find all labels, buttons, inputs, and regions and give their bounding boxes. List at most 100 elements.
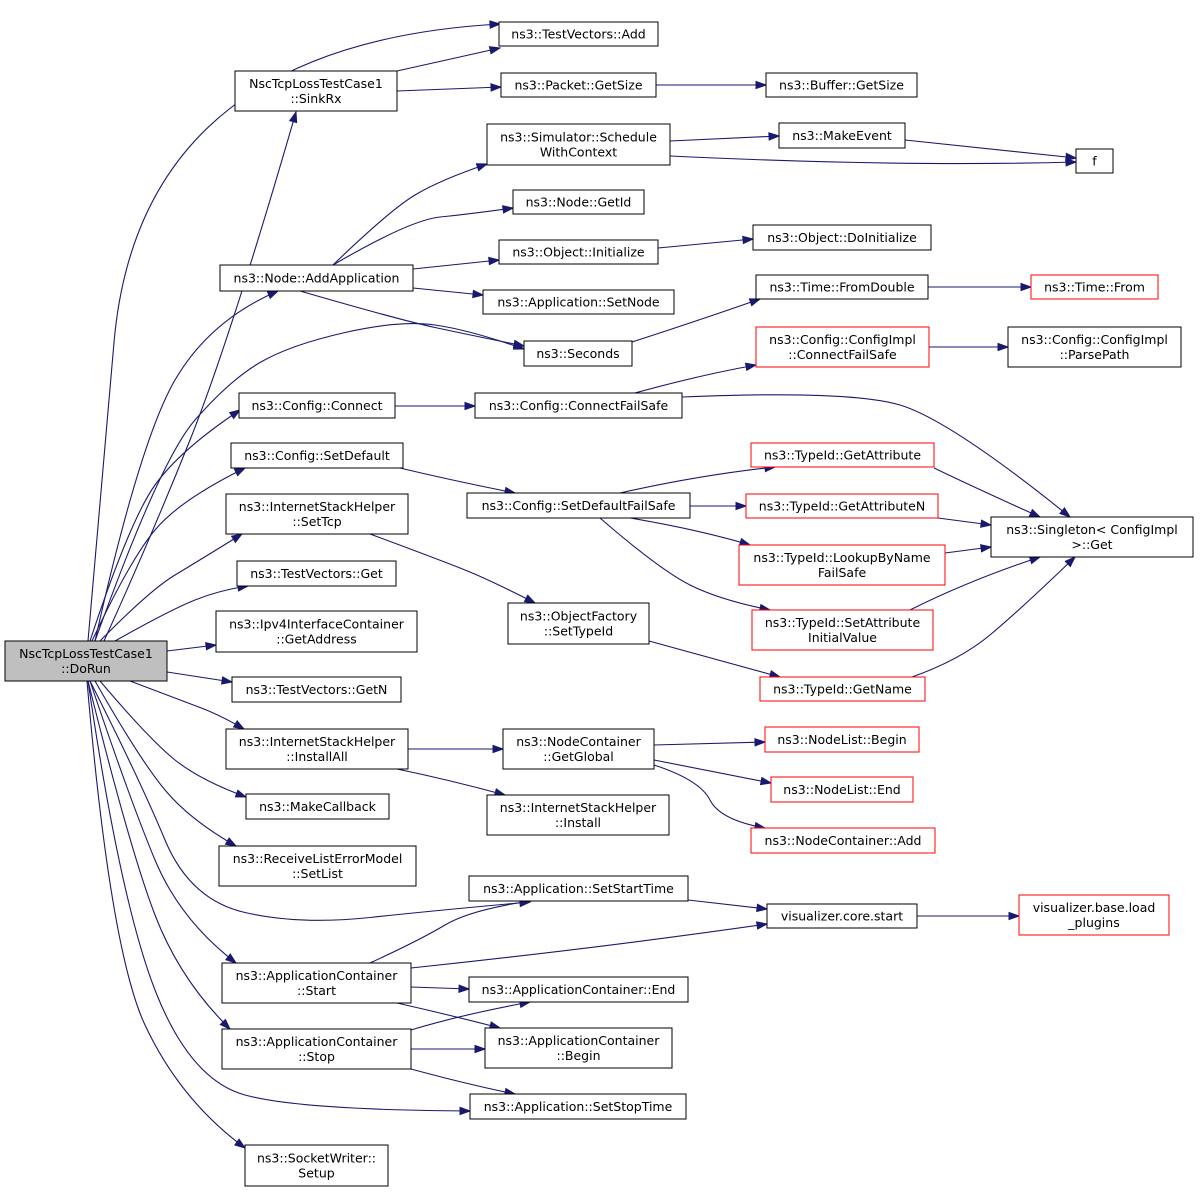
edge-line xyxy=(114,585,249,642)
edge-sched-to-f xyxy=(669,155,1078,167)
node-cfg_connect[interactable]: ns3::Config::Connect xyxy=(238,392,396,419)
node-label: ::GetGlobal xyxy=(543,749,614,764)
arrowhead xyxy=(512,339,526,349)
edge-ac_start-to-ac_begin xyxy=(396,1002,502,1030)
node-root[interactable]: NscTcpLossTestCase1::DoRun xyxy=(4,640,168,682)
node-tid_getattr[interactable]: ns3::TypeId::GetAttribute xyxy=(750,442,935,468)
node-mkcallback[interactable]: ns3::MakeCallback xyxy=(245,793,390,820)
edge-line xyxy=(86,680,246,1149)
node-cfgimpl_cfs[interactable]: ns3::Config::ConfigImpl::ConnectFailSafe xyxy=(755,326,930,368)
node-mkevent[interactable]: ns3::MakeEvent xyxy=(778,122,906,149)
node-objfactory[interactable]: ns3::ObjectFactory::SetTypeId xyxy=(507,602,650,645)
node-box xyxy=(766,903,918,929)
node-tid_getattrn[interactable]: ns3::TypeId::GetAttributeN xyxy=(745,493,939,519)
node-nc_global[interactable]: ns3::NodeContainer::GetGlobal xyxy=(502,728,655,770)
arrowhead xyxy=(754,737,767,747)
node-app_stop[interactable]: ns3::Application::SetStopTime xyxy=(469,1093,687,1120)
node-box xyxy=(218,845,417,887)
edge-root-to-ac_start xyxy=(89,680,238,964)
node-ac_start[interactable]: ns3::ApplicationContainer::Start xyxy=(221,962,412,1004)
node-cfg_cfs[interactable]: ns3::Config::ConnectFailSafe xyxy=(474,392,683,419)
node-time_from[interactable]: ns3::Time::From xyxy=(1030,274,1159,300)
node-node_getid[interactable]: ns3::Node::GetId xyxy=(512,189,645,215)
node-obj_doinit[interactable]: ns3::Object::DoInitialize xyxy=(752,224,932,251)
node-tv_get[interactable]: ns3::TestVectors::Get xyxy=(236,560,397,587)
edge-line xyxy=(94,290,279,642)
node-ish_installall[interactable]: ns3::InternetStackHelper::InstallAll xyxy=(225,728,409,770)
node-label: ns3::Ipv4InterfaceContainer xyxy=(229,617,405,632)
node-sinkrx[interactable]: NscTcpLossTestCase1::SinkRx xyxy=(234,70,398,112)
node-label: visualizer.base.load xyxy=(1033,900,1156,915)
node-viz_start[interactable]: visualizer.core.start xyxy=(766,903,918,929)
arrowhead xyxy=(205,641,218,651)
node-nl_begin[interactable]: ns3::NodeList::Begin xyxy=(764,726,920,753)
arrowhead xyxy=(458,984,471,993)
arrowhead xyxy=(219,1018,232,1031)
arrowhead xyxy=(234,789,248,798)
arrowhead xyxy=(266,290,280,300)
edge-addapp-to-seconds xyxy=(299,290,526,349)
node-seconds[interactable]: ns3::Seconds xyxy=(523,340,633,367)
edge-tid_getname-to-singleton xyxy=(911,555,1077,678)
node-fromdouble[interactable]: ns3::Time::FromDouble xyxy=(755,274,929,300)
node-box xyxy=(482,289,675,315)
node-box xyxy=(1007,326,1182,368)
edge-line xyxy=(410,923,768,969)
node-pkt_size[interactable]: ns3::Packet::GetSize xyxy=(500,72,657,98)
node-f[interactable]: f xyxy=(1075,148,1114,174)
node-nl_end[interactable]: ns3::NodeList::End xyxy=(770,776,914,803)
node-box xyxy=(778,122,906,149)
node-cfg_setdef[interactable]: ns3::Config::SetDefault xyxy=(230,442,404,469)
edge-fromdouble-to-time_from xyxy=(928,282,1033,292)
node-tid_getname[interactable]: ns3::TypeId::GetName xyxy=(759,676,926,702)
node-app_setnode[interactable]: ns3::Application::SetNode xyxy=(482,289,675,315)
edge-ac_stop-to-ac_end xyxy=(410,999,532,1031)
edge-cfg_sdfs-to-tid_getattr xyxy=(619,463,777,494)
node-box xyxy=(219,264,414,292)
node-ac_begin[interactable]: ns3::ApplicationContainer::Begin xyxy=(484,1027,673,1069)
node-viz_load[interactable]: visualizer.base.load_plugins xyxy=(1018,894,1170,936)
node-ac_end[interactable]: ns3::ApplicationContainer::End xyxy=(468,976,689,1003)
node-box xyxy=(225,728,409,770)
node-tv_getn[interactable]: ns3::TestVectors::GetN xyxy=(231,676,402,703)
node-ipv4_getaddr[interactable]: ns3::Ipv4InterfaceContainer::GetAddress xyxy=(215,610,418,653)
node-cfgimpl_pp[interactable]: ns3::Config::ConfigImpl::ParsePath xyxy=(1007,326,1182,368)
node-nc_add[interactable]: ns3::NodeContainer::Add xyxy=(750,827,936,854)
node-ish_settcp[interactable]: ns3::InternetStackHelper::SetTcp xyxy=(225,493,409,535)
node-box xyxy=(770,776,914,803)
node-obj_init[interactable]: ns3::Object::Initialize xyxy=(498,239,659,265)
node-ac_stop[interactable]: ns3::ApplicationContainer::Stop xyxy=(221,1028,412,1070)
node-sw_setup[interactable]: ns3::SocketWriter::Setup xyxy=(244,1144,389,1187)
node-label: ::GetAddress xyxy=(276,632,356,647)
node-label: f xyxy=(1092,154,1097,169)
edge-line xyxy=(89,680,237,964)
node-label: ns3::Config::SetDefault xyxy=(244,448,390,463)
edge-line xyxy=(669,135,780,142)
edge-cfg_connect-to-cfg_cfs xyxy=(395,401,477,411)
arrowhead xyxy=(997,342,1010,352)
node-app_start[interactable]: ns3::Application::SetStartTime xyxy=(468,875,689,902)
node-label: ns3::TypeId::LookupByName xyxy=(753,550,930,565)
edge-line xyxy=(634,364,757,394)
edge-tid_getattr-to-singleton xyxy=(933,467,1042,518)
node-singleton[interactable]: ns3::Singleton< ConfigImpl>::Get xyxy=(990,516,1194,558)
node-ish_install[interactable]: ns3::InternetStackHelper::Install xyxy=(486,794,670,836)
edge-line xyxy=(619,466,776,494)
node-buf_size[interactable]: ns3::Buffer::GetSize xyxy=(765,72,918,98)
edge-root-to-cfg_setdef xyxy=(91,467,247,642)
node-label: ::ConnectFailSafe xyxy=(788,347,897,362)
node-tv_add[interactable]: ns3::TestVectors::Add xyxy=(498,21,659,47)
edge-line xyxy=(410,1001,531,1031)
node-label: WithContext xyxy=(540,145,617,160)
arrowhead xyxy=(230,533,244,544)
node-label: ns3::Seconds xyxy=(536,346,619,361)
node-addapp[interactable]: ns3::Node::AddApplication xyxy=(219,264,414,292)
node-label: ns3::InternetStackHelper xyxy=(239,734,396,749)
node-rlem[interactable]: ns3::ReceiveListErrorModel::SetList xyxy=(218,845,417,887)
node-cfg_sdfs[interactable]: ns3::Config::SetDefaultFailSafe xyxy=(466,492,691,519)
arrowhead xyxy=(220,676,234,685)
arrowhead xyxy=(1065,152,1078,162)
